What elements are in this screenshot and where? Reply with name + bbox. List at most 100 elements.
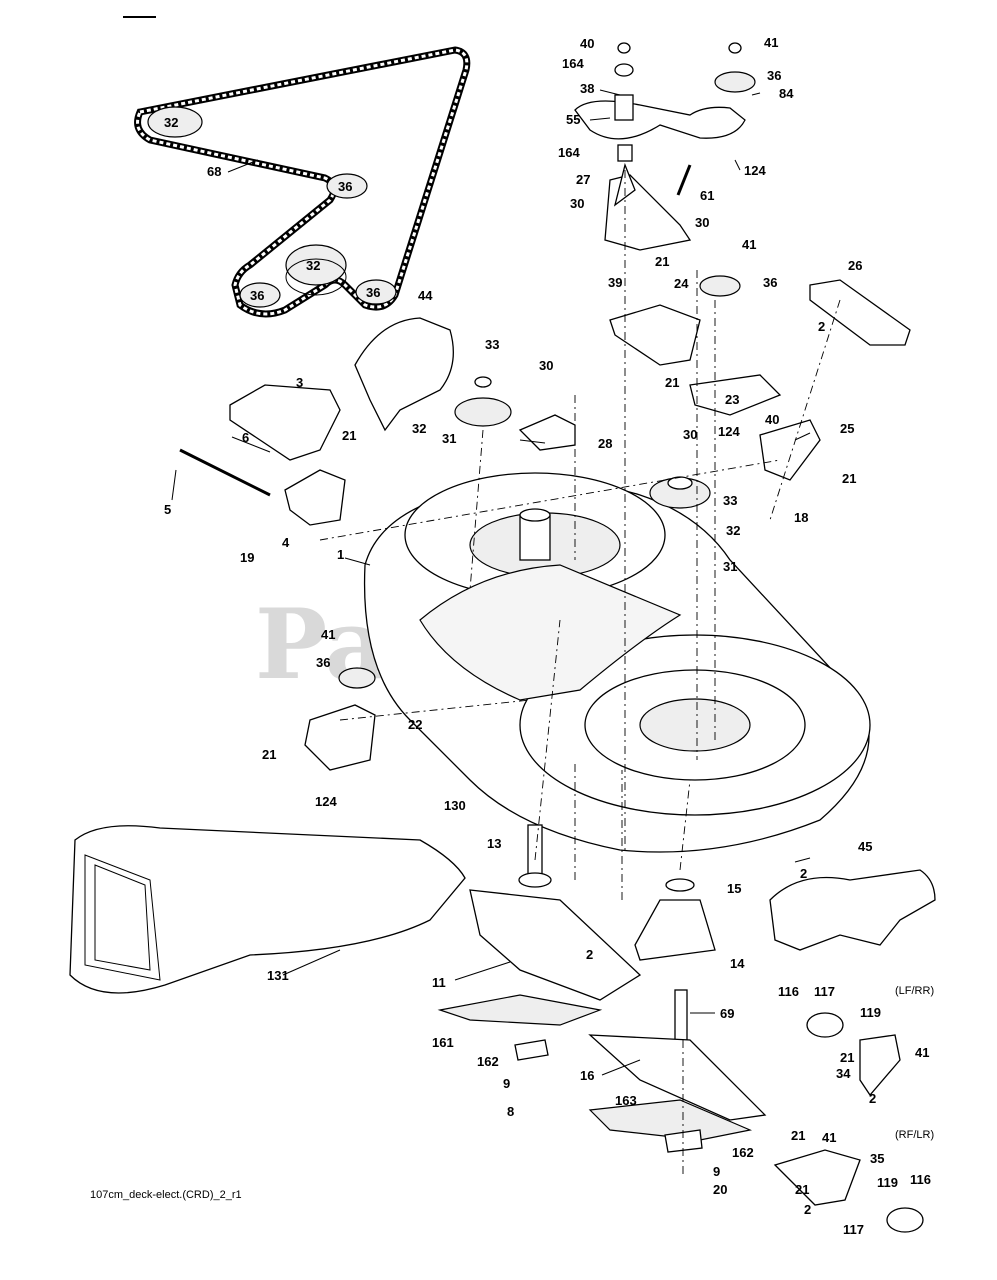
callout: 6 [242,430,249,445]
spindles-and-blades [437,824,767,1153]
callout: 1 [337,547,344,562]
callout: 55 [566,112,580,127]
callout: 27 [576,172,590,187]
callout: 21 [795,1182,809,1197]
wheel-group-front-label: (LF/RR) [895,985,934,997]
callout: 34 [836,1066,851,1081]
callout: 41 [822,1130,836,1145]
callout: 61 [700,188,714,203]
callout: 26 [848,258,862,273]
callout: 41 [321,627,335,642]
callout: 44 [418,288,433,303]
callout: 19 [240,550,254,565]
callout: 2 [869,1091,876,1106]
callout: 21 [791,1128,805,1143]
callout: 24 [674,276,689,291]
left-brackets [179,317,576,771]
callout: 35 [870,1151,884,1166]
callout: 124 [718,424,740,439]
callout: 38 [580,81,594,96]
callout: 15 [727,881,741,896]
callout: 40 [765,412,779,427]
drawing-id: 107cm_deck-elect.(CRD)_2_r1 [90,1189,242,1201]
belt-pulley-32-top: 32 [147,106,203,138]
callout: 21 [665,375,679,390]
callout: 30 [539,358,553,373]
callout: 3 [296,375,303,390]
callout: 36 [763,275,777,290]
callout: 25 [840,421,854,436]
callout: 9 [503,1076,510,1091]
callout: 2 [818,319,825,334]
callout: 163 [615,1093,637,1108]
mower-deck [363,472,871,853]
anti-scalp-wheels [773,1012,924,1233]
callout: 41 [915,1045,929,1060]
callout: 5 [164,502,171,517]
callout: 36 [767,68,781,83]
callout: 116 [778,984,799,999]
belt-cover-45 [769,869,936,951]
callout: 20 [713,1182,727,1197]
callout: 30 [570,196,584,211]
callout: 18 [794,510,808,525]
callout: 130 [444,798,466,813]
callout: 21 [840,1050,854,1065]
callout: 161 [432,1035,454,1050]
belt-routing: 32 36 32 36 36 [134,46,471,318]
alignment-lines [319,170,841,1175]
svg-text:32: 32 [164,115,178,130]
callout: 21 [342,428,356,443]
callout: 124 [744,163,766,178]
callout: 28 [598,436,612,451]
callout: 16 [580,1068,594,1083]
belt-pulley-36-right-low: 36 [355,279,397,305]
idler-arm-assembly [574,42,911,509]
callout: 117 [814,984,835,999]
callout: 69 [720,1006,734,1021]
leader-lines [171,89,811,1076]
callout: 40 [580,36,594,51]
callout: 33 [485,337,499,352]
part-callouts: 40 41 164 36 38 84 55 164 124 61 27 30 3… [164,35,931,1237]
callout: 11 [432,975,446,990]
callout: 116 [910,1172,931,1187]
callout: 2 [800,866,807,881]
callout: 32 [726,523,740,538]
callout: 41 [764,35,778,50]
callout: 4 [282,535,290,550]
svg-text:36: 36 [338,179,352,194]
discharge-chute [69,825,466,994]
callout: 131 [267,968,289,983]
callout: 124 [315,794,337,809]
callout: 22 [408,717,422,732]
callout: 119 [860,1005,881,1020]
callout: 14 [730,956,745,971]
svg-text:32: 32 [306,258,320,273]
callout: 21 [842,471,856,486]
callout: 30 [695,215,709,230]
callout: 32 [412,421,426,436]
callout: 68 [207,164,221,179]
callout: 9 [713,1164,720,1179]
callout: 23 [725,392,739,407]
callout: 45 [858,839,872,854]
belt-pulley-32-center: 32 [285,244,347,296]
callout: 162 [477,1054,499,1069]
callout: 164 [562,56,584,71]
belt-pulley-36-left: 36 [239,282,281,308]
callout: 84 [779,86,794,101]
callout: 31 [442,431,456,446]
callout: 2 [586,947,593,962]
callout: 31 [723,559,737,574]
callout: 41 [742,237,756,252]
callout: 33 [723,493,737,508]
callout: 119 [877,1175,898,1190]
svg-text:36: 36 [250,288,264,303]
wheel-group-rear-label: (RF/LR) [895,1129,934,1141]
callout: 36 [316,655,330,670]
svg-text:36: 36 [366,285,380,300]
callout: 162 [732,1145,754,1160]
callout: 13 [487,836,501,851]
